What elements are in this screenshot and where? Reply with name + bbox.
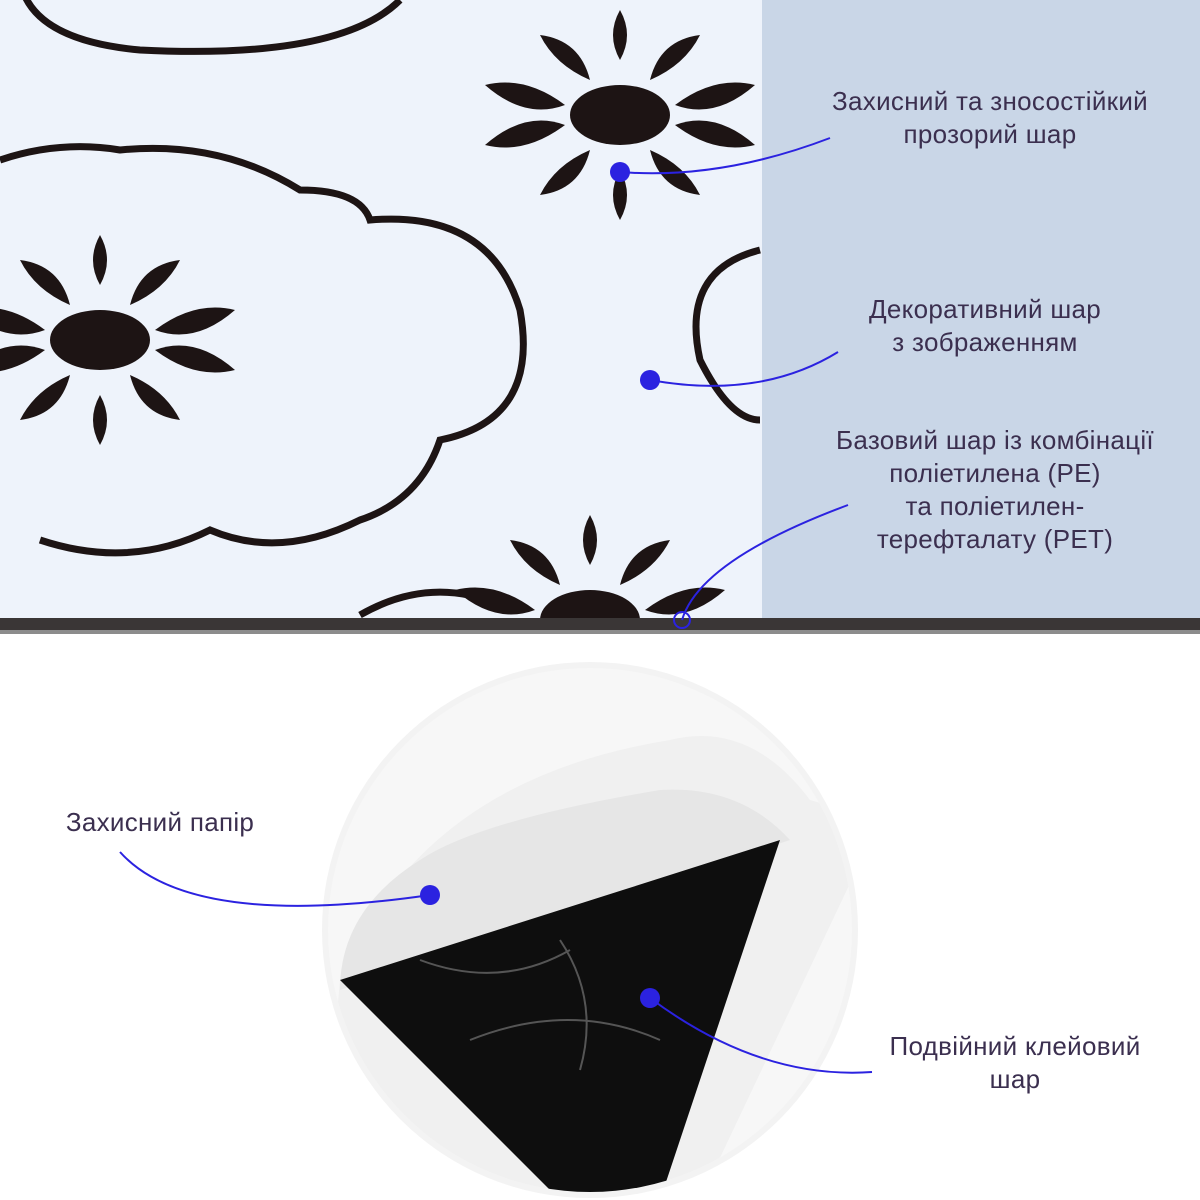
- label-line: прозорий шар: [903, 119, 1077, 149]
- label-line: та поліетилен-: [905, 491, 1085, 521]
- label-line: Захисний та зносостійкий: [832, 86, 1148, 116]
- callout-lines: [119, 137, 873, 1074]
- transparent-layer-overlay: [762, 0, 1200, 620]
- label-line: поліетилена (PE): [889, 458, 1101, 488]
- label-paper: Захисний папір: [40, 806, 280, 839]
- label-line: Захисний папір: [65, 807, 255, 837]
- label-top-layer: Захисний та зносостійкий прозорий шар: [800, 85, 1180, 151]
- label-adhesive: Подвійний клейовий шар: [860, 1030, 1170, 1096]
- marker-top-layer: [610, 162, 630, 182]
- label-line: Декоративний шар: [869, 294, 1101, 324]
- marker-paper: [420, 885, 440, 905]
- label-line: терефталату (PET): [876, 524, 1114, 554]
- marker-base-layer: [673, 611, 691, 629]
- tile-sample: [0, 0, 1200, 620]
- label-decor-layer: Декоративний шар з зображенням: [830, 293, 1140, 359]
- peeled-corner-photo: [328, 668, 852, 1192]
- label-line: Базовий шар із комбінації: [836, 425, 1154, 455]
- marker-adhesive: [640, 988, 660, 1008]
- marker-decor-layer: [640, 370, 660, 390]
- label-line: Подвійний клейовий: [889, 1031, 1141, 1061]
- label-line: шар: [989, 1064, 1041, 1094]
- label-base-layer: Базовий шар із комбінації поліетилена (P…: [800, 424, 1190, 556]
- label-line: з зображенням: [892, 327, 1078, 357]
